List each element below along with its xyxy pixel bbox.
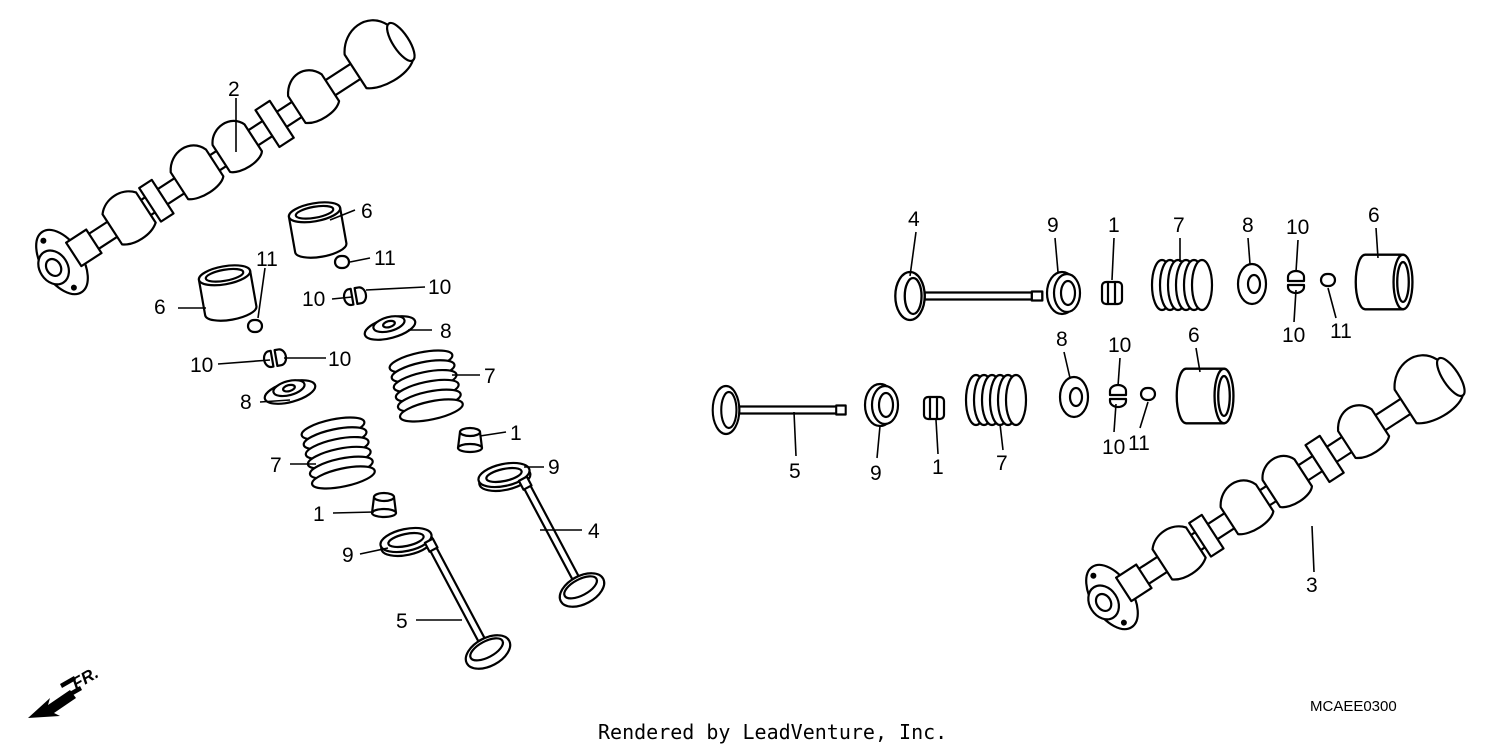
cotter	[1286, 269, 1306, 295]
callout-8[interactable]: 8	[240, 391, 252, 414]
callout-5[interactable]: 5	[789, 460, 801, 483]
callout-10[interactable]: 10	[190, 354, 213, 377]
callout-9[interactable]: 9	[870, 462, 882, 485]
front-arrow-icon	[28, 676, 82, 718]
callout-6[interactable]: 6	[1368, 204, 1380, 227]
callout-8[interactable]: 8	[1056, 328, 1068, 351]
callout-7[interactable]: 7	[1173, 214, 1185, 237]
callout-9[interactable]: 9	[342, 544, 354, 567]
callout-11[interactable]: 11	[1330, 320, 1352, 343]
callout-10[interactable]: 10	[1282, 324, 1305, 347]
valve-in	[894, 270, 1044, 322]
callout-11[interactable]: 11	[1128, 432, 1150, 455]
retainer	[260, 373, 319, 410]
stem-seal	[922, 395, 946, 421]
callout-8[interactable]: 8	[1242, 214, 1254, 237]
diagram-code: MCAEE0300	[1310, 698, 1397, 715]
lifter-left-upper	[286, 197, 350, 263]
callout-11[interactable]: 11	[256, 248, 278, 271]
callout-7[interactable]: 7	[996, 452, 1008, 475]
spring-seat	[1045, 270, 1082, 316]
callout-10[interactable]: 10	[1286, 216, 1309, 239]
shim	[1319, 272, 1337, 288]
spring-seat	[863, 382, 900, 428]
shim	[246, 318, 264, 334]
callout-4[interactable]: 4	[908, 208, 920, 231]
lifter-left-lower	[196, 260, 260, 326]
cotter	[1108, 383, 1128, 409]
valve-ex	[711, 384, 847, 436]
callout-6[interactable]: 6	[154, 296, 166, 319]
callout-8[interactable]: 8	[440, 320, 452, 343]
callouts: 2 6 11 11 6 10 10 8 10 10 7 8 1 7 9 1 4 …	[154, 78, 1380, 633]
camshaft-right	[1070, 340, 1479, 642]
callout-10[interactable]: 10	[1102, 436, 1125, 459]
lifter	[1354, 253, 1414, 311]
callout-3[interactable]: 3	[1306, 574, 1318, 597]
callout-10[interactable]: 10	[1108, 334, 1131, 357]
callout-1[interactable]: 1	[313, 503, 325, 526]
callout-4[interactable]: 4	[588, 520, 600, 543]
callout-1[interactable]: 1	[510, 422, 522, 445]
callout-5[interactable]: 5	[396, 610, 408, 633]
callout-9[interactable]: 9	[1047, 214, 1059, 237]
shim	[1139, 386, 1157, 402]
leader-lines	[178, 98, 1379, 621]
callout-1[interactable]: 1	[1108, 214, 1120, 237]
spring	[1150, 258, 1214, 312]
camshaft-left	[20, 5, 429, 307]
front-label: FR.	[69, 663, 102, 693]
spring	[386, 344, 466, 427]
callout-6[interactable]: 6	[1188, 324, 1200, 347]
callout-7[interactable]: 7	[270, 454, 282, 477]
cotter	[341, 285, 369, 308]
lifter	[1175, 367, 1235, 425]
stem-seal	[370, 491, 398, 519]
spring	[298, 411, 378, 494]
cotter	[261, 347, 289, 370]
credit-text: Rendered by LeadVenture, Inc.	[598, 720, 947, 744]
callout-10[interactable]: 10	[328, 348, 351, 371]
stem-seal	[1100, 280, 1124, 306]
callout-2[interactable]: 2	[228, 78, 240, 101]
retainer	[1236, 262, 1268, 306]
shim	[333, 254, 351, 270]
callout-10[interactable]: 10	[428, 276, 451, 299]
callout-7[interactable]: 7	[484, 365, 496, 388]
retainer	[360, 309, 419, 346]
callout-6[interactable]: 6	[361, 200, 373, 223]
callout-11[interactable]: 11	[374, 247, 396, 270]
valve-ex	[406, 528, 517, 677]
stem-seal	[456, 426, 484, 454]
spring	[964, 373, 1028, 427]
callout-1[interactable]: 1	[932, 456, 944, 479]
retainer	[1058, 375, 1090, 419]
callout-9[interactable]: 9	[548, 456, 560, 479]
callout-10[interactable]: 10	[302, 288, 325, 311]
